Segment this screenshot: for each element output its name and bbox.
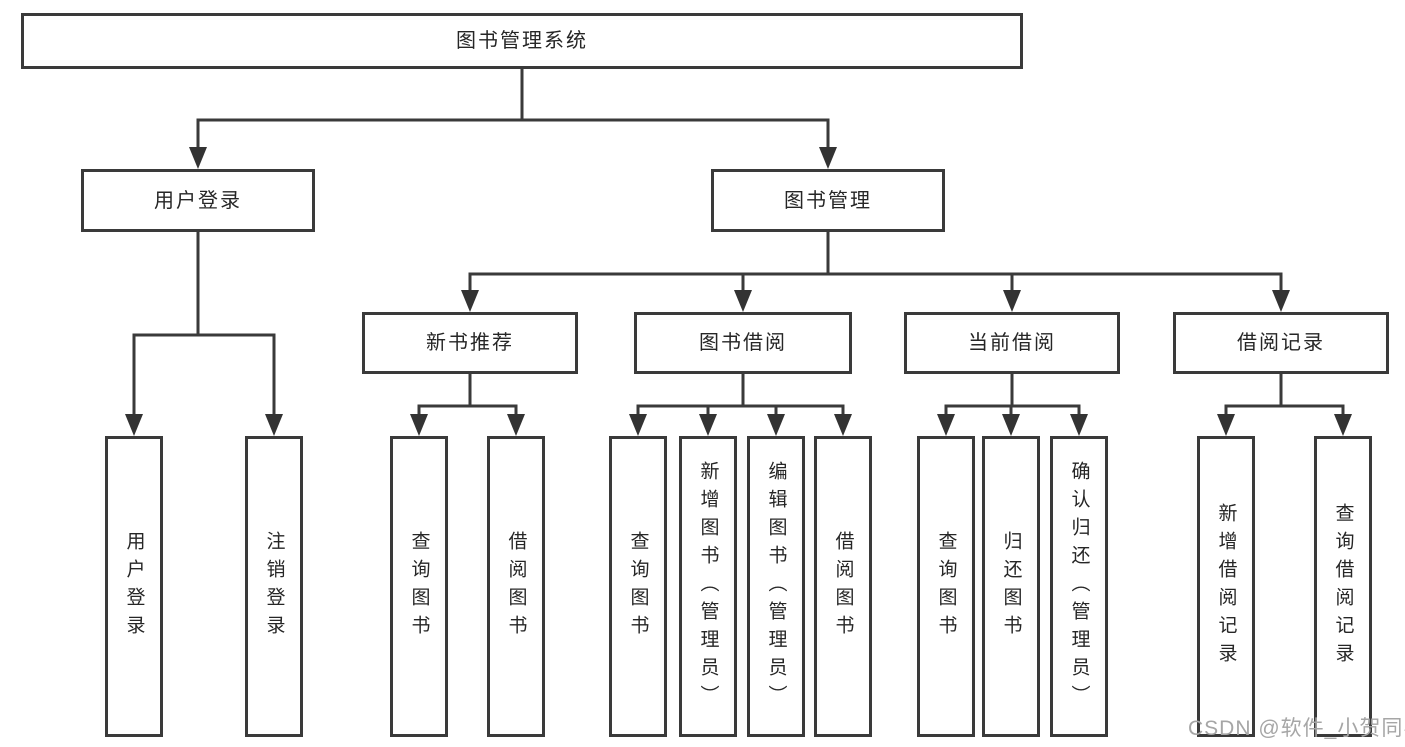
csdn-watermark: CSDN @软件_小贺同学 — [1188, 717, 1405, 740]
leaf-query-books-borrowing: 查询图书 — [609, 436, 667, 737]
leaf-return-books: 归还图书 — [982, 436, 1040, 737]
leaf-add-borrow-record: 新增借阅记录 — [1197, 436, 1255, 737]
node-book-borrowing: 图书借阅 — [634, 312, 852, 374]
node-new-book-recommend: 新书推荐 — [362, 312, 578, 374]
leaf-user-login: 用户登录 — [105, 436, 163, 737]
leaf-edit-books-admin: 编辑图书（管理员） — [747, 436, 805, 737]
node-book-management: 图书管理 — [711, 169, 945, 232]
node-current-borrowing: 当前借阅 — [904, 312, 1120, 374]
leaf-query-books-recommend: 查询图书 — [390, 436, 448, 737]
leaf-logout-login: 注销登录 — [245, 436, 303, 737]
node-library-system: 图书管理系统 — [21, 13, 1023, 69]
leaf-confirm-return-admin: 确认归还（管理员） — [1050, 436, 1108, 737]
leaf-borrow-books-recommend: 借阅图书 — [487, 436, 545, 737]
leaf-borrow-books-borrowing: 借阅图书 — [814, 436, 872, 737]
node-user-login: 用户登录 — [81, 169, 315, 232]
leaf-query-borrow-record: 查询借阅记录 — [1314, 436, 1372, 737]
node-borrowing-records: 借阅记录 — [1173, 312, 1389, 374]
leaf-query-books-current: 查询图书 — [917, 436, 975, 737]
leaf-add-books-admin: 新增图书（管理员） — [679, 436, 737, 737]
